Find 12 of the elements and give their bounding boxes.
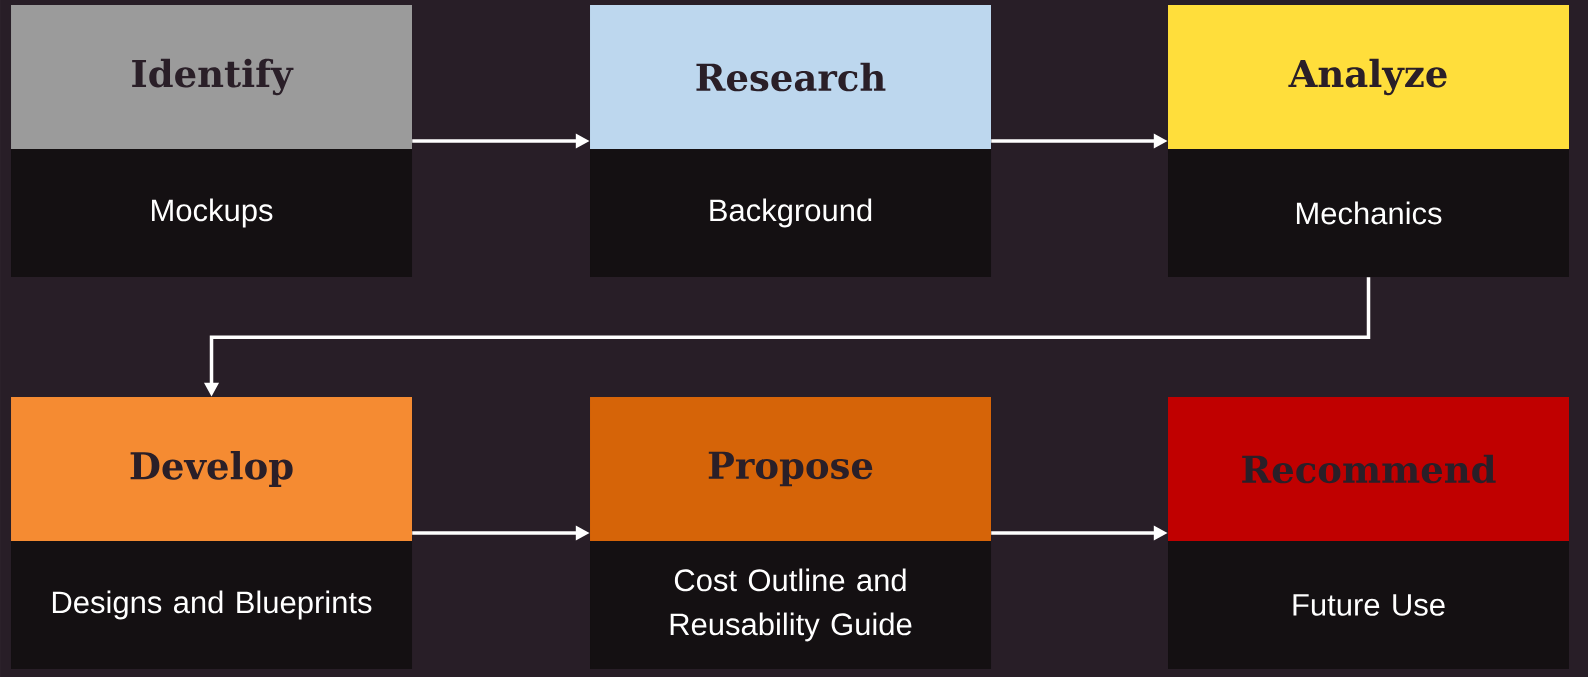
- step-title: Identify: [132, 58, 294, 96]
- step-description: Designs and Blueprints: [52, 590, 372, 620]
- step-description: Mockups: [152, 198, 273, 228]
- step-title: Recommend: [1242, 454, 1496, 484]
- step-title: Analyze: [1288, 58, 1447, 96]
- step-title: Develop: [130, 451, 293, 487]
- step-description: Background: [710, 198, 872, 228]
- step-description: Cost Outline and Reusability Guide: [670, 568, 912, 642]
- step-description: Mechanics: [1296, 201, 1442, 225]
- step-title: Propose: [708, 451, 873, 487]
- step-description: Future Use: [1293, 594, 1445, 616]
- step-title: Research: [696, 62, 886, 92]
